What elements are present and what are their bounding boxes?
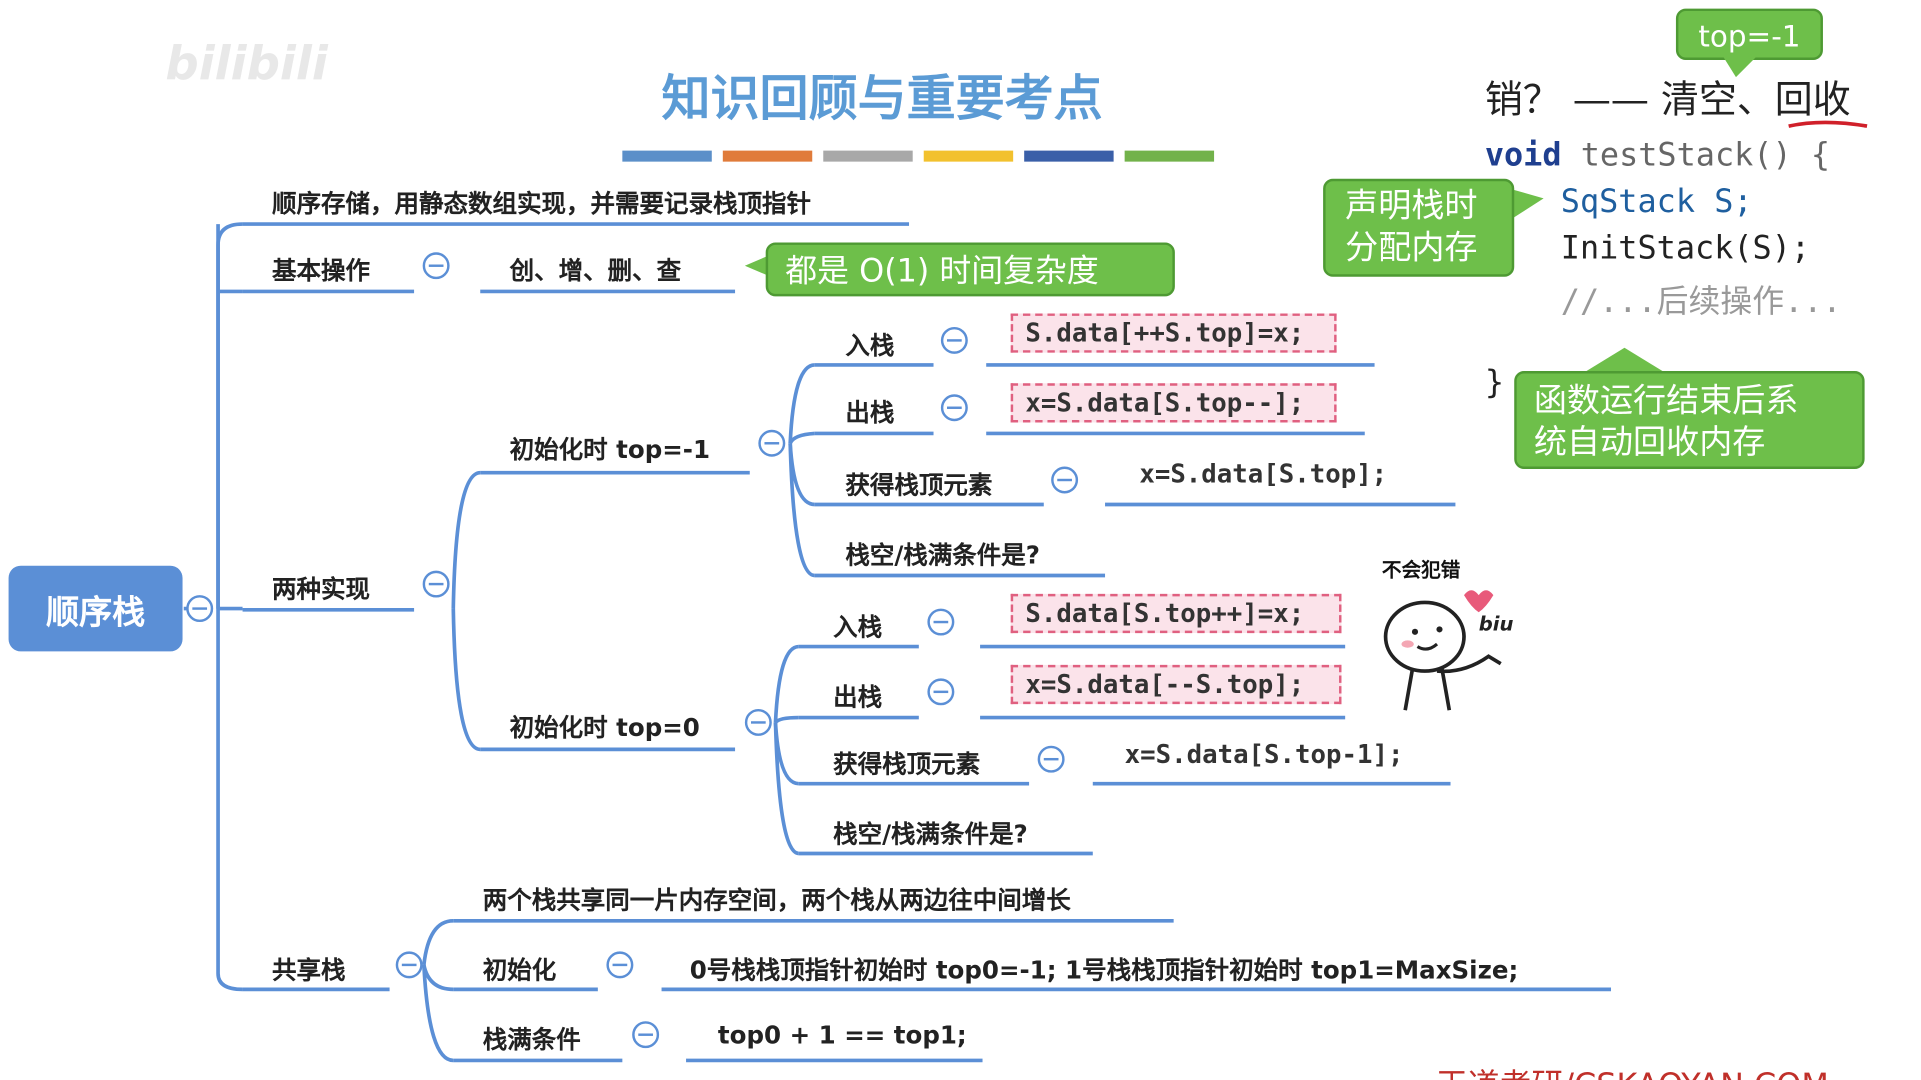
pop-0-label[interactable]: 出栈: [833, 682, 883, 712]
pop-neg1-label[interactable]: 出栈: [845, 397, 895, 428]
footer-watermark: 王道考研/CSKAOYAN.COM: [1436, 1060, 1829, 1080]
destroy-question: 销？ —— 清空、回收: [1484, 78, 1851, 123]
auto-recycle-bubble: 函数运行结束后系 统自动回收内存: [1514, 371, 1865, 469]
declare-bubble: 声明栈时 分配内存: [1323, 178, 1515, 277]
root-node[interactable]: 顺序栈: [8, 565, 183, 652]
auto-bubble-tail: [1580, 347, 1669, 375]
color-bar-segment: [823, 150, 913, 162]
pop-0-code: x=S.data[--S.top];: [1010, 664, 1342, 705]
top-0-code: x=S.data[S.top-1];: [1124, 739, 1404, 769]
push-0-label[interactable]: 入栈: [833, 612, 883, 642]
code-line-2: SqStack S;: [1561, 184, 1753, 221]
sticker-biu: biu: [1478, 612, 1514, 636]
basic-ops-detail[interactable]: 创、增、删、查: [509, 255, 682, 286]
shared-init-label[interactable]: 初始化: [482, 955, 557, 985]
recycle-underline: [1788, 120, 1868, 128]
shared-full-label[interactable]: 栈满条件: [482, 1024, 581, 1055]
top-bubble-tail: [1723, 57, 1756, 78]
top-0-label[interactable]: 获得栈顶元素: [833, 749, 981, 779]
code-func-sig: testStack() {: [1561, 137, 1831, 174]
waving-character-icon: [1383, 590, 1502, 711]
shared-full-detail[interactable]: top0 + 1 == top1;: [717, 1020, 967, 1050]
pop-neg1-code: x=S.data[S.top--];: [1010, 383, 1337, 423]
top-neg1-code: x=S.data[S.top];: [1139, 459, 1388, 489]
code-line-1: void testStack() {: [1485, 137, 1830, 174]
color-bar-segment: [722, 150, 813, 162]
init-0-node[interactable]: 初始化时 top=0: [509, 712, 700, 743]
page-title: 知识回顾与重要考点: [661, 69, 1103, 128]
push-neg1-code: S.data[++S.top]=x;: [1010, 313, 1337, 353]
code-decl: SqStack S;: [1560, 183, 1753, 221]
sticker-caption: 不会犯错: [1381, 558, 1461, 582]
top-bubble: top=-1: [1675, 8, 1823, 61]
push-0-code: S.data[S.top++]=x;: [1010, 593, 1342, 634]
cond-neg1-label[interactable]: 栈空/栈满条件是?: [845, 540, 1040, 570]
code-line-3: InitStack(S);: [1560, 230, 1811, 267]
shared-init-detail[interactable]: 0号栈栈顶指针初始时 top0=-1; 1号栈栈顶指针初始时 top1=MaxS…: [689, 955, 1519, 985]
color-bar-segment: [1024, 150, 1114, 162]
code-line-4: //...后续操作...: [1560, 284, 1842, 321]
o1-note-bubble: 都是 O(1) 时间复杂度: [765, 242, 1175, 297]
push-neg1-label[interactable]: 入栈: [845, 330, 895, 361]
code-void-keyword: void: [1484, 137, 1562, 174]
basic-ops-node[interactable]: 基本操作: [271, 255, 370, 286]
shared-stack-node[interactable]: 共享栈: [271, 955, 346, 985]
color-bar-segment: [622, 150, 712, 162]
code-close-brace: }: [1484, 364, 1505, 402]
shared-desc[interactable]: 两个栈共享同一片内存空间，两个栈从两边往中间增长: [482, 885, 1071, 915]
storage-node[interactable]: 顺序存储，用静态数组实现，并需要记录栈顶指针: [271, 188, 812, 218]
bilibili-watermark: bilibili: [165, 36, 328, 91]
declare-bubble-tail: [1509, 188, 1544, 221]
top-neg1-label[interactable]: 获得栈顶元素: [845, 470, 993, 500]
init-neg1-node[interactable]: 初始化时 top=-1: [509, 434, 711, 465]
cond-0-label[interactable]: 栈空/栈满条件是?: [833, 819, 1028, 849]
two-impl-node[interactable]: 两种实现: [271, 574, 370, 604]
color-bar-segment: [1124, 150, 1215, 162]
color-bar-segment: [923, 150, 1014, 162]
